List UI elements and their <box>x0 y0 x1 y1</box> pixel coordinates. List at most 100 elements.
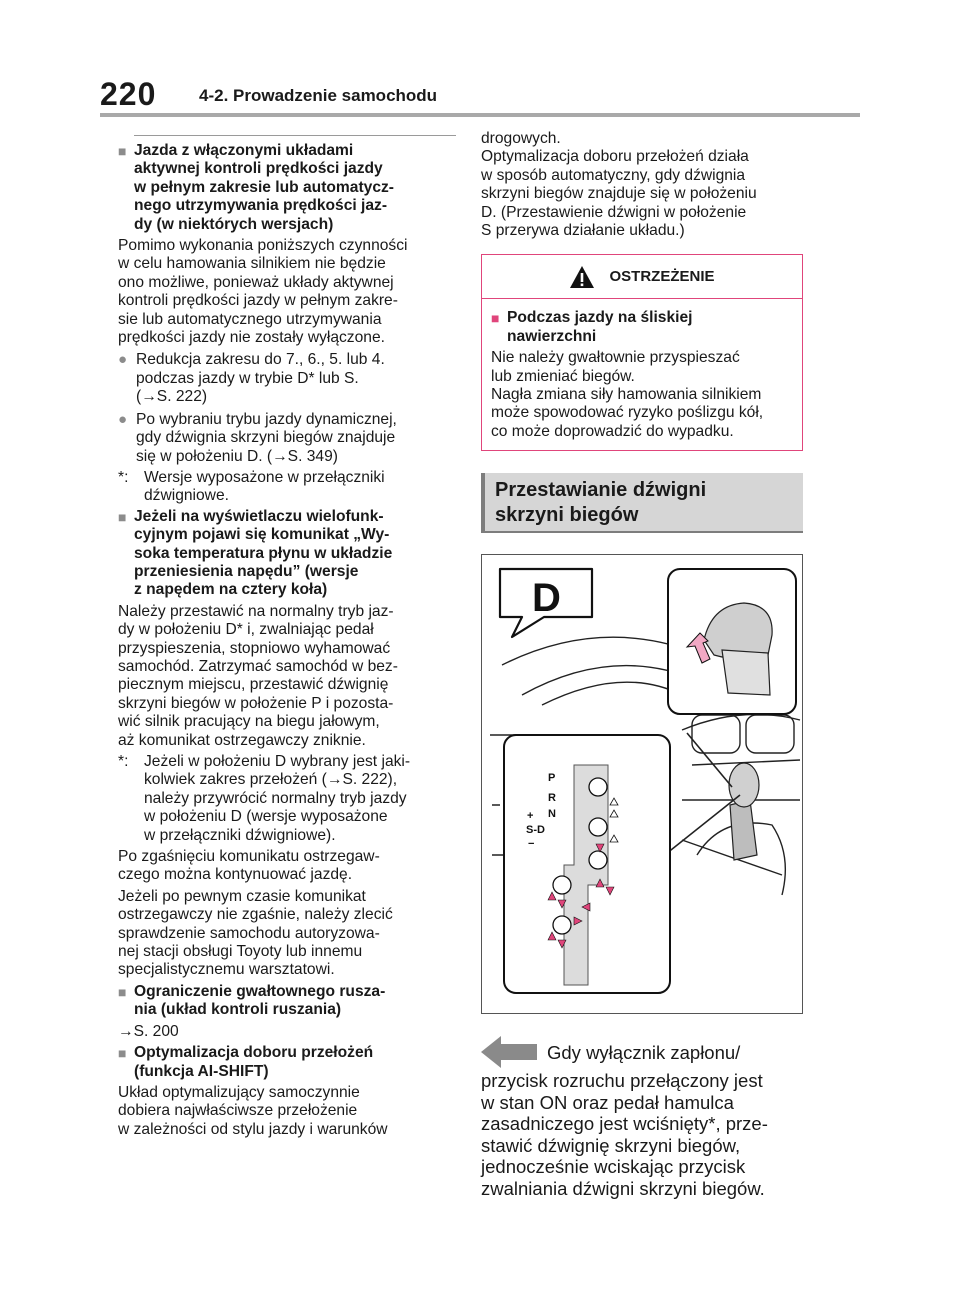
text-line: dy (w niektórych wersjach) <box>134 215 334 233</box>
text-line: Nie należy gwałtownie przyspieszać <box>491 349 740 367</box>
text-line: może spowodować ryzyko poślizgu kół, <box>491 404 764 422</box>
text-line: dźwigniowe. <box>144 487 229 505</box>
lever-closeup-inset <box>667 568 797 716</box>
instruction-step: Gdy wyłącznik zapłonu/ przycisk rozruchu… <box>481 1034 803 1199</box>
svg-text:N: N <box>548 808 556 820</box>
svg-text:R: R <box>548 792 556 804</box>
text-line: Optymalizacja doboru przełożeń działa <box>481 148 749 166</box>
text-line: gdy dźwignia skrzyni biegów znajduje <box>136 429 396 447</box>
square-bullet-icon: ■ <box>118 143 127 159</box>
text-line: soka temperatura płynu w układzie <box>134 544 393 562</box>
circle-bullet-icon: ● <box>118 410 128 428</box>
text-line: prędkości jazdy nie zostały wyłączone. <box>118 329 385 347</box>
text-line: sie lub automatycznego utrzymywania <box>118 310 382 328</box>
text-line: specjalistycznemu warsztatowi. <box>118 961 335 979</box>
svg-text:P: P <box>548 772 555 784</box>
text-line: drogowych. <box>481 130 561 147</box>
text-line: Jeżeli na wyświetlaczu wielofunk- <box>134 507 384 525</box>
warning-title: OSTRZEŻENIE <box>609 267 715 285</box>
warning-triangle-icon <box>570 265 595 288</box>
text-line: co może doprowadzić do wypadku. <box>491 422 734 440</box>
callout-letter: D <box>532 576 561 620</box>
square-bullet-icon: ■ <box>118 508 127 525</box>
text-line: (→S. 222) <box>136 388 208 406</box>
shift-gate-inset <box>503 734 671 995</box>
text-line: Jazda z włączonymi układami <box>134 142 354 159</box>
text-line: piecznym miejscu, przestawić dźwignię <box>118 676 389 694</box>
text-line: przeniesienia napędu” (wersje <box>134 562 359 580</box>
text-line: w sposób automatyczny, gdy dźwignia <box>481 166 746 184</box>
text-line: S przerywa działanie układu.) <box>481 222 685 240</box>
shift-lever <box>728 762 760 862</box>
svg-text:−: − <box>528 838 534 850</box>
text-line: dy w położeniu D* i, zwalniając pedał <box>118 621 374 639</box>
text-line: Redukcja zakresu do 7., 6., 5. lub 4. <box>136 351 385 369</box>
text-line: Podczas jazdy na śliskiej <box>507 309 693 327</box>
text-line: w przełączniki dźwigniowe). <box>144 826 336 844</box>
text-line: dobiera najwłaściwsze przełożenie <box>118 1102 358 1120</box>
text-line: skrzyni biegów znajduje się w położeniu <box>481 185 757 203</box>
text-line: aż komunikat ostrzegawczy zniknie. <box>118 731 366 749</box>
text-line: w pełnym zakresie lub automatycz- <box>134 178 394 196</box>
callout-line <box>686 732 733 788</box>
text-line: Nagła zmiana siły hamowania silnikiem <box>491 386 762 404</box>
text-line: ono możliwe, ponieważ układy aktywnej <box>118 273 394 291</box>
text-line: Jeżeli po pewnym czasie komunikat <box>118 887 366 905</box>
text-line: podczas jazdy w trybie D* lub S. <box>136 369 359 387</box>
header-rule <box>100 113 860 117</box>
paragraph-high-temp-procedure: Należy przestawić na normalny tryb jaz-d… <box>118 603 456 750</box>
text-line: Optymalizacja doboru przełożeń <box>134 1044 374 1062</box>
text-line: zwalniania dźwigni skrzyni biegów. <box>481 1177 765 1199</box>
text-line: Ograniczenie gwałtownego rusza- <box>134 982 386 1000</box>
step-arrow-icon <box>481 1036 537 1069</box>
text-line: nego utrzymywania prędkości jaz- <box>134 197 388 215</box>
text-line: przyspieszenia, stopniowo wyhamować <box>118 639 391 657</box>
text-line: aktywnej kontroli prędkości jazdy <box>134 160 383 178</box>
bullet-dynamic-mode: ● Po wybraniu trybu jazdy dynamicznej,gd… <box>118 411 456 466</box>
text-line: kolwiek zakres przełożeń (→S. 222), <box>144 771 398 789</box>
text-line: z napędem na cztery koła) <box>134 581 328 599</box>
text-line: Jeżeli w położeniu D wybrany jest jaki- <box>144 753 411 770</box>
text-line: czego można kontynuować jazdę. <box>118 866 353 884</box>
text-line: ostrzegawczy nie zgaśnie, należy zlecić <box>118 906 393 924</box>
paragraph-ai-shift-continued: drogowych.Optymalizacja doboru przełożeń… <box>481 130 803 240</box>
text-line: lub zmieniać biegów. <box>491 367 635 385</box>
text-line: się w położeniu D. (→S. 349) <box>136 447 338 465</box>
heading-ai-shift: ■ Optymalizacja doboru przełożeń(funkcja… <box>118 1044 456 1081</box>
square-bullet-icon: ■ <box>118 1045 127 1062</box>
warning-header: OSTRZEŻENIE <box>482 255 802 300</box>
page-reference[interactable]: →S. 200 <box>118 1022 179 1040</box>
section-rule <box>481 531 803 534</box>
text-line: Po wybraniu trybu jazdy dynamicznej, <box>136 410 397 428</box>
text-line: zasadniczego jest wciśnięty*, prze- <box>481 1113 768 1135</box>
text-line: należy przywrócić normalny tryb jazdy <box>144 789 407 807</box>
text-line: skrzyni biegów w położenie P i pozosta- <box>118 694 394 712</box>
text-line: Przestawianie dźwigni <box>495 479 707 502</box>
footnote-range-restore: *: Jeżeli w położeniu D wybrany jest jak… <box>118 753 411 844</box>
text-line: Pomimo wykonania poniższych czynności <box>118 237 408 255</box>
circle-bullet-icon: ● <box>118 351 128 369</box>
text-line: w położeniu D (wersje wyposażone <box>144 808 388 826</box>
right-column: drogowych.Optymalizacja doboru przełożeń… <box>481 130 803 1199</box>
text-line: sprawdzenie samochodu autoryzowa- <box>118 924 380 942</box>
text-line: kontroli prędkości jazdy w pełnym zakre- <box>118 292 398 310</box>
display-callout <box>498 568 594 639</box>
divider <box>134 135 456 136</box>
text-line: Układ optymalizujący samoczynnie <box>118 1083 360 1101</box>
heading-drive-start-control: ■ Ograniczenie gwałtownego rusza-nia (uk… <box>118 983 456 1020</box>
text-line: jednocześnie wciskając przycisk <box>481 1156 746 1178</box>
text-line: w zależności od stylu jazdy i warunków <box>118 1120 388 1138</box>
text-line: Wersje wyposażone w przełączniki <box>144 468 385 486</box>
page-number: 220 <box>100 76 157 112</box>
